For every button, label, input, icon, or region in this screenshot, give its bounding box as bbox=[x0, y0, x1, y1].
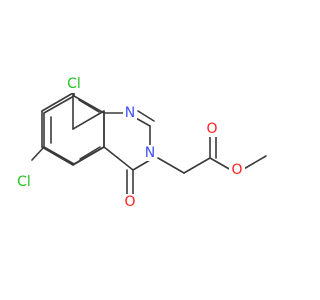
o-ester-double-halo bbox=[204, 121, 220, 137]
bond-c5-c6 bbox=[41, 146, 74, 166]
atom-cl-top: Cl bbox=[67, 76, 81, 92]
o-ester-single-halo bbox=[229, 162, 245, 178]
atom-o-ester-single: O bbox=[231, 162, 242, 178]
bond-c8-c8a bbox=[72, 110, 105, 130]
ring-bond-a bbox=[73, 95, 105, 114]
bond-c-o-single bbox=[209, 157, 232, 171]
ring-bond-f bbox=[43, 95, 75, 114]
cl-top-halo bbox=[64, 75, 84, 93]
bond-n1-c2-double bbox=[137, 110, 155, 122]
label-halo-layer bbox=[14, 75, 245, 210]
n-mid-halo bbox=[143, 145, 157, 161]
atom-n-top: N bbox=[125, 105, 135, 121]
ring-double-3 bbox=[79, 146, 101, 160]
atom-o-carbonyl: O bbox=[124, 194, 135, 210]
molecule-canvas: Cl Cl N N O O O bbox=[14, 75, 267, 210]
bond-c4-c4a bbox=[103, 146, 134, 171]
bond-o-methyl bbox=[241, 155, 267, 171]
atom-cl-left: Cl bbox=[17, 174, 31, 190]
molecule-structure: Cl Cl N N O O O bbox=[14, 75, 267, 210]
n-top-halo bbox=[123, 105, 137, 121]
bond-c7-c8-top bbox=[41, 92, 74, 112]
bond-layer bbox=[31, 83, 267, 196]
bond-n3-ch2 bbox=[157, 157, 185, 174]
atom-label-layer: Cl Cl N N O O O bbox=[17, 76, 242, 210]
atom-o-ester-double: O bbox=[206, 121, 217, 137]
bond-c6-cl bbox=[31, 146, 45, 161]
ring-double-1 bbox=[78, 99, 100, 113]
atom-n-mid: N bbox=[145, 145, 155, 161]
cl-left-halo bbox=[14, 173, 34, 191]
ring-bond-c bbox=[73, 146, 105, 165]
bond-ch2-c bbox=[183, 157, 211, 174]
bond-n3-c4 bbox=[132, 159, 151, 171]
o-carbonyl-halo bbox=[122, 194, 138, 210]
ring-bond-d bbox=[43, 146, 75, 165]
